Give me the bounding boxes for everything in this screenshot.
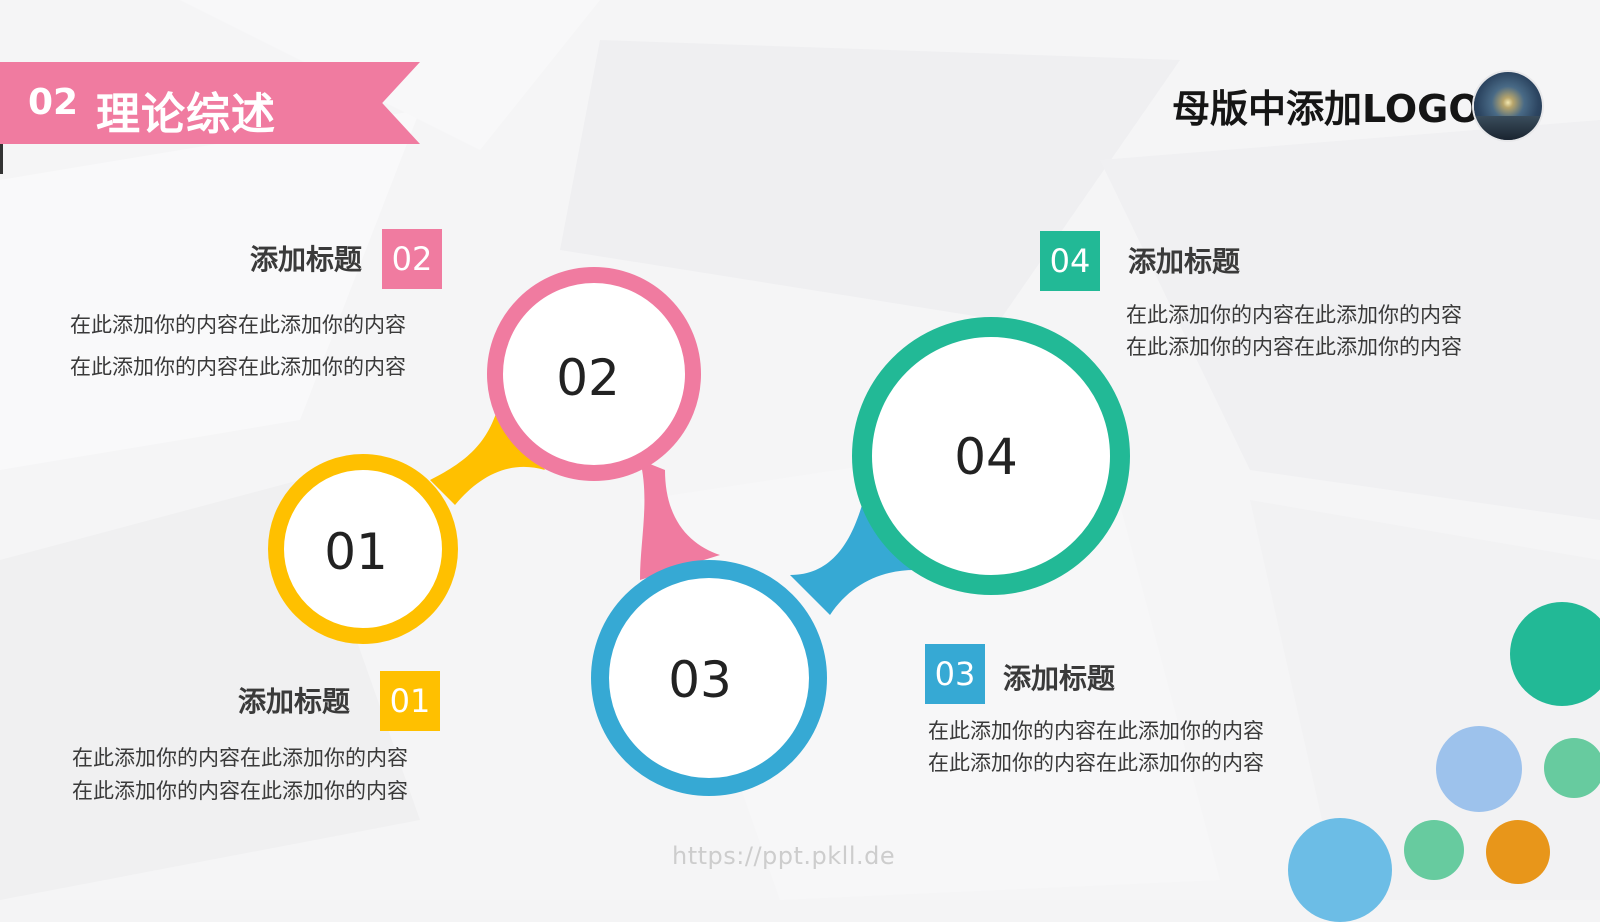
item-04-badge: 04 — [1040, 231, 1100, 291]
section-number: 02 — [28, 82, 79, 123]
ring-03 — [591, 560, 827, 796]
decor-dot-teal-large — [1510, 602, 1600, 706]
item-02-badge: 02 — [382, 229, 442, 289]
item-02-line-2: 在此添加你的内容在此添加你的内容 — [70, 355, 406, 379]
item-03-heading: 添加标题 — [1003, 662, 1116, 695]
item-03-badge: 03 — [925, 644, 985, 704]
process-diagram: 01 02 03 04 — [268, 267, 1130, 796]
ring-02 — [487, 267, 701, 481]
logo-text: 母版中添加LOGO — [1172, 87, 1481, 131]
decor-dot-light-blue — [1436, 726, 1522, 812]
decor-dot-green — [1404, 820, 1464, 880]
node-label-04: 04 — [954, 428, 1018, 486]
item-03-line-2: 在此添加你的内容在此添加你的内容 — [928, 751, 1264, 775]
item-03-line-1: 在此添加你的内容在此添加你的内容 — [928, 719, 1264, 743]
banner-edge-line — [0, 144, 3, 174]
item-01-badge: 01 — [380, 671, 440, 731]
connector-02-03 — [640, 460, 720, 580]
item-01-line-1: 在此添加你的内容在此添加你的内容 — [72, 746, 408, 770]
node-label-03: 03 — [668, 651, 732, 709]
footer-url: https://ppt.pkll.de — [672, 842, 896, 870]
item-02-heading: 添加标题 — [250, 243, 363, 276]
decor-dot-green-edge — [1544, 738, 1600, 798]
section-banner: 02 理论综述 — [0, 62, 420, 144]
item-04-line-2: 在此添加你的内容在此添加你的内容 — [1126, 335, 1462, 359]
item-01-heading: 添加标题 — [238, 685, 351, 718]
ring-01 — [268, 454, 458, 644]
item-02-line-1: 在此添加你的内容在此添加你的内容 — [70, 313, 406, 337]
node-label-01: 01 — [324, 523, 388, 581]
section-title: 理论综述 — [96, 89, 276, 140]
item-04-heading: 添加标题 — [1128, 245, 1241, 278]
decor-dot-sky-blue — [1288, 818, 1392, 922]
item-01-line-2: 在此添加你的内容在此添加你的内容 — [72, 779, 408, 803]
ring-04 — [852, 317, 1130, 595]
item-04-line-1: 在此添加你的内容在此添加你的内容 — [1126, 303, 1462, 327]
decor-dot-orange — [1486, 820, 1550, 884]
aurora-landscape-icon — [1474, 72, 1542, 140]
node-label-02: 02 — [556, 349, 620, 407]
